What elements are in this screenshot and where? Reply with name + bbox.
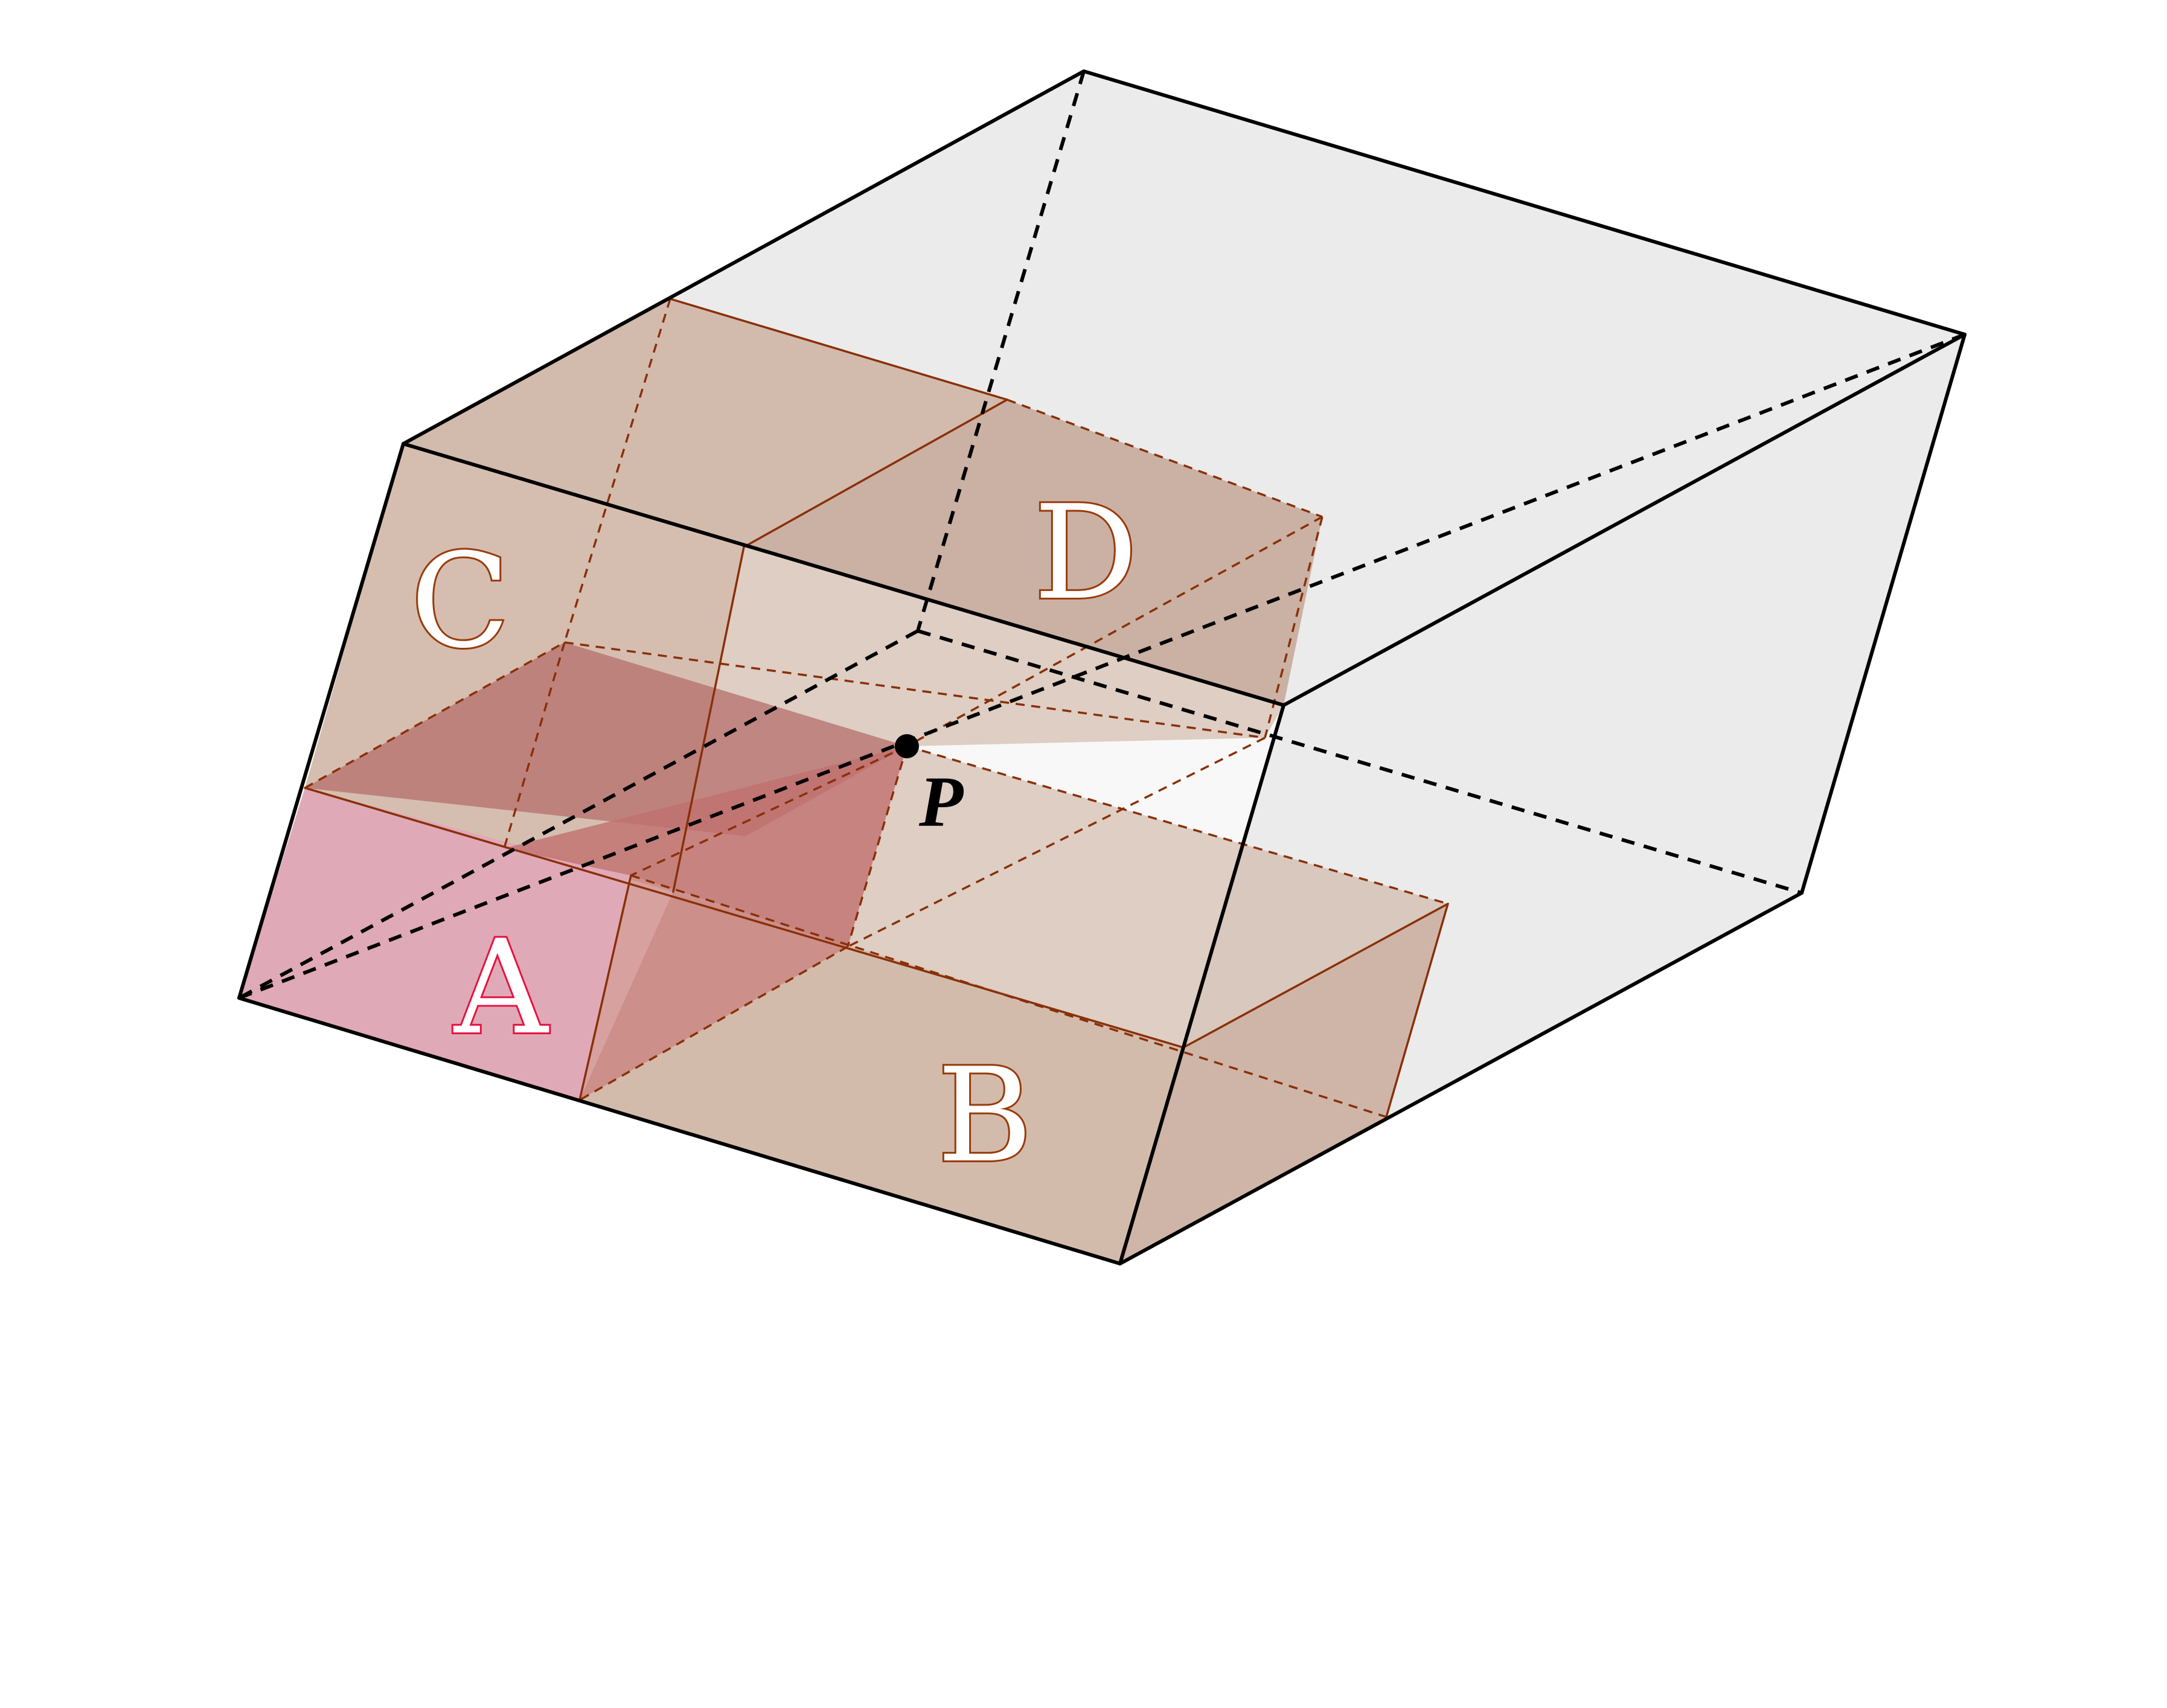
point-p-marker xyxy=(895,734,919,758)
block-dash-7 xyxy=(564,641,1266,739)
prism-edge-bottom-front xyxy=(237,996,1122,1265)
region-a-face xyxy=(239,788,631,1100)
block-dash-11 xyxy=(630,874,1387,1118)
block-edge-1 xyxy=(669,298,1008,401)
block-dash-10 xyxy=(630,745,907,877)
hidden-diagonal xyxy=(238,333,1966,1000)
block-edge-3 xyxy=(672,546,745,893)
prism-edge-front-vertical xyxy=(1118,703,1285,1265)
block-upper-top xyxy=(403,299,1007,547)
region-overlap-front xyxy=(504,746,907,947)
region-label-b: B xyxy=(937,1040,1032,1191)
hidden-edge-left xyxy=(238,629,919,1000)
prism-edge-right xyxy=(1800,333,1967,895)
block-dash-3 xyxy=(1007,398,1323,518)
block-edge-7 xyxy=(1385,903,1449,1118)
block-dash-6 xyxy=(304,641,565,789)
block-dash-8 xyxy=(847,746,908,947)
region-label-a: A xyxy=(453,912,549,1063)
block-upper-side-d xyxy=(744,400,1322,705)
block-edge-6 xyxy=(1182,903,1449,1049)
region-overlap-lower xyxy=(580,875,848,1100)
block-d-front xyxy=(673,547,1284,892)
block-dash-12 xyxy=(579,945,848,1101)
point-p-label: P xyxy=(918,761,964,842)
prism-edge-bottom-right xyxy=(1118,891,1804,1265)
sub-blocks xyxy=(239,299,1448,1264)
block-dash-2 xyxy=(503,642,566,849)
block-dash-1 xyxy=(563,298,671,643)
block-dash-5 xyxy=(906,516,1323,747)
prism-edge-left xyxy=(237,442,405,1000)
prism-visible-edges xyxy=(237,69,1967,1265)
hidden-edge-vertical xyxy=(916,71,1086,632)
region-label-d: D xyxy=(1034,477,1138,629)
prism-hidden-edges xyxy=(238,71,1966,1000)
block-edge-2 xyxy=(743,398,1008,548)
block-b-side xyxy=(1120,904,1448,1264)
region-label-c: C xyxy=(411,525,510,677)
block-edge-5 xyxy=(578,874,632,1101)
hidden-edge-right xyxy=(917,629,1802,895)
